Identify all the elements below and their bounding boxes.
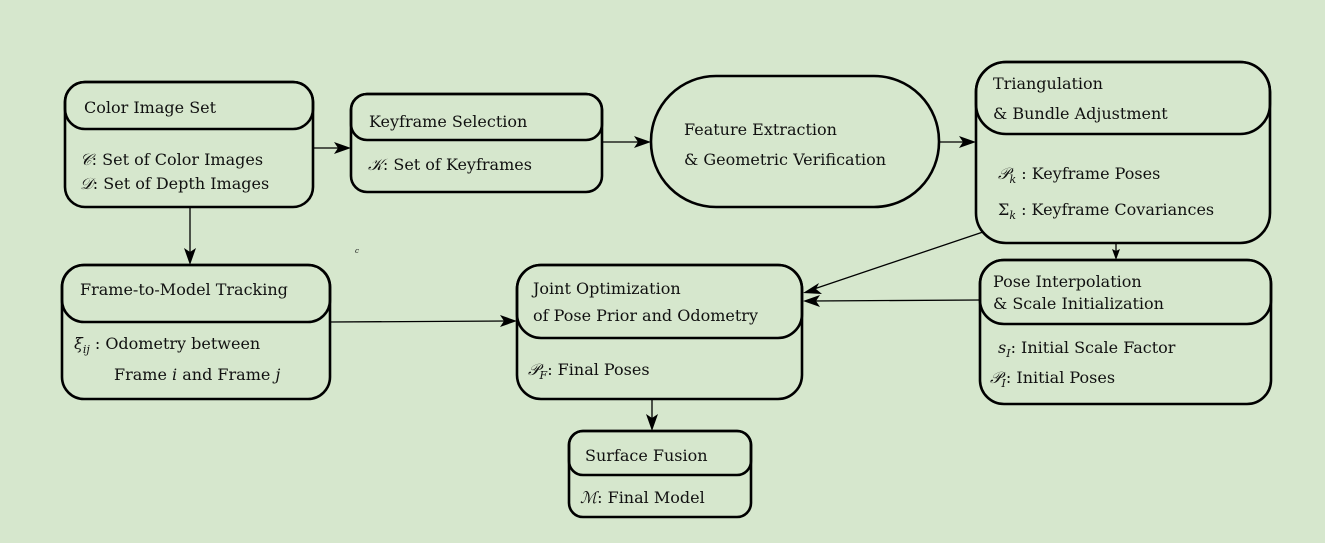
node-header	[978, 258, 1273, 326]
node-header	[60, 263, 332, 324]
node-line-1: ξij : Odometry between	[74, 334, 260, 356]
text: : Initial Scale Factor	[1011, 338, 1176, 357]
text: Frame	[114, 365, 172, 384]
node-surface-fusion: Surface Fusion ℳ: Final Model	[567, 429, 753, 519]
node-line-2: 𝒫I: Initial Poses	[990, 368, 1115, 390]
node-header	[515, 263, 804, 340]
node-title-2: of Pose Prior and Odometry	[533, 306, 758, 325]
text: and Frame	[177, 365, 275, 384]
node-frame-to-model-tracking: Frame-to-Model Tracking ξij : Odometry b…	[60, 263, 332, 401]
subscript: k	[1009, 209, 1016, 222]
node-line-1: ℳ: Final Model	[580, 488, 705, 507]
node-title-1: Pose Interpolation	[993, 272, 1142, 291]
edge-keyframe-to-feature	[602, 136, 651, 148]
edge-frame-tracking-to-joint	[329, 315, 517, 327]
node-header	[349, 92, 604, 142]
arrow-head	[184, 248, 196, 265]
edges	[184, 136, 1120, 431]
text: : Set of Depth Images	[93, 174, 269, 193]
index-i: i	[172, 365, 177, 384]
node-title-2: & Scale Initialization	[993, 294, 1164, 313]
node-frame	[649, 74, 941, 209]
arrow-head	[803, 295, 820, 307]
arrow-head	[803, 283, 822, 294]
symbol: ξ	[74, 334, 84, 353]
text: : Odometry between	[90, 334, 260, 353]
node-joint-optimization: Joint Optimization of Pose Prior and Odo…	[515, 263, 804, 401]
edge-line	[329, 320, 509, 323]
node-line-1: 𝒞: Set of Color Images	[80, 150, 263, 169]
node-color-image-set: Color Image Set 𝒞: Set of Color Images 𝒟…	[63, 80, 315, 209]
text: : Set of Keyframes	[383, 155, 532, 174]
node-header	[974, 60, 1272, 136]
node-line-2: Σk : Keyframe Covariances	[998, 200, 1214, 222]
node-header	[63, 80, 315, 131]
node-frame	[349, 92, 604, 194]
symbol: 𝒟	[80, 174, 96, 193]
edge-joint-to-surface-fusion	[646, 399, 658, 431]
subscript: ij	[83, 343, 91, 356]
node-title: Keyframe Selection	[369, 112, 527, 131]
node-line-2: 𝒟: Set of Depth Images	[80, 174, 269, 193]
node-line-1: Feature Extraction	[684, 120, 837, 139]
index-j: j	[272, 365, 280, 384]
node-title-1: Triangulation	[993, 74, 1103, 93]
subscript: F	[539, 369, 548, 382]
edge-triangulation-to-pose-interpolation	[1112, 243, 1120, 260]
stray-mark: c	[355, 247, 359, 255]
text: : Final Model	[597, 488, 705, 507]
text: : Keyframe Poses	[1016, 164, 1160, 183]
edge-color-to-frame-tracking	[184, 207, 196, 265]
node-triangulation: Triangulation & Bundle Adjustment 𝒫k : K…	[974, 60, 1272, 245]
arrow-head	[1112, 249, 1120, 260]
text: : Initial Poses	[1006, 368, 1115, 387]
text: : Keyframe Covariances	[1016, 200, 1214, 219]
symbol: s	[998, 338, 1006, 357]
symbol: ℳ	[580, 488, 600, 507]
node-line-1: 𝒦: Set of Keyframes	[368, 155, 532, 174]
node-title: Color Image Set	[84, 98, 217, 117]
edge-color-to-keyframe	[313, 142, 351, 154]
arrow-head	[959, 136, 976, 148]
node-line-1: 𝒫k : Keyframe Poses	[998, 164, 1160, 186]
node-pose-interpolation: Pose Interpolation & Scale Initializatio…	[978, 258, 1273, 406]
arrow-head	[334, 142, 351, 154]
node-title: Frame-to-Model Tracking	[80, 280, 288, 299]
node-title-1: Joint Optimization	[531, 279, 681, 298]
symbol: Σ	[998, 200, 1009, 219]
arrow-head	[646, 414, 658, 431]
node-line-2: & Geometric Verification	[684, 150, 886, 169]
text: : Set of Color Images	[92, 150, 263, 169]
text: : Final Poses	[547, 360, 649, 379]
node-line-1: sI: Initial Scale Factor	[998, 338, 1176, 360]
arrow-head	[634, 136, 651, 148]
node-keyframe-selection: Keyframe Selection 𝒦: Set of Keyframes	[349, 92, 604, 194]
node-feature-extraction: Feature Extraction & Geometric Verificat…	[649, 74, 941, 209]
subscript: I	[1005, 347, 1011, 360]
edge-feature-to-triangulation	[939, 136, 976, 148]
edge-line	[811, 299, 981, 302]
node-title: Surface Fusion	[585, 446, 708, 465]
subscript: I	[1001, 377, 1007, 390]
node-title-2: & Bundle Adjustment	[993, 104, 1168, 123]
edge-pose-interpolation-to-joint	[803, 295, 981, 307]
node-line-1: 𝒫F: Final Poses	[528, 360, 650, 382]
subscript: k	[1010, 173, 1017, 186]
edge-triangulation-to-joint	[803, 231, 984, 294]
node-header	[567, 429, 753, 477]
arrow-head	[500, 315, 517, 327]
edge-line	[810, 231, 984, 291]
node-line-2: Frame i and Frame j	[114, 365, 280, 384]
